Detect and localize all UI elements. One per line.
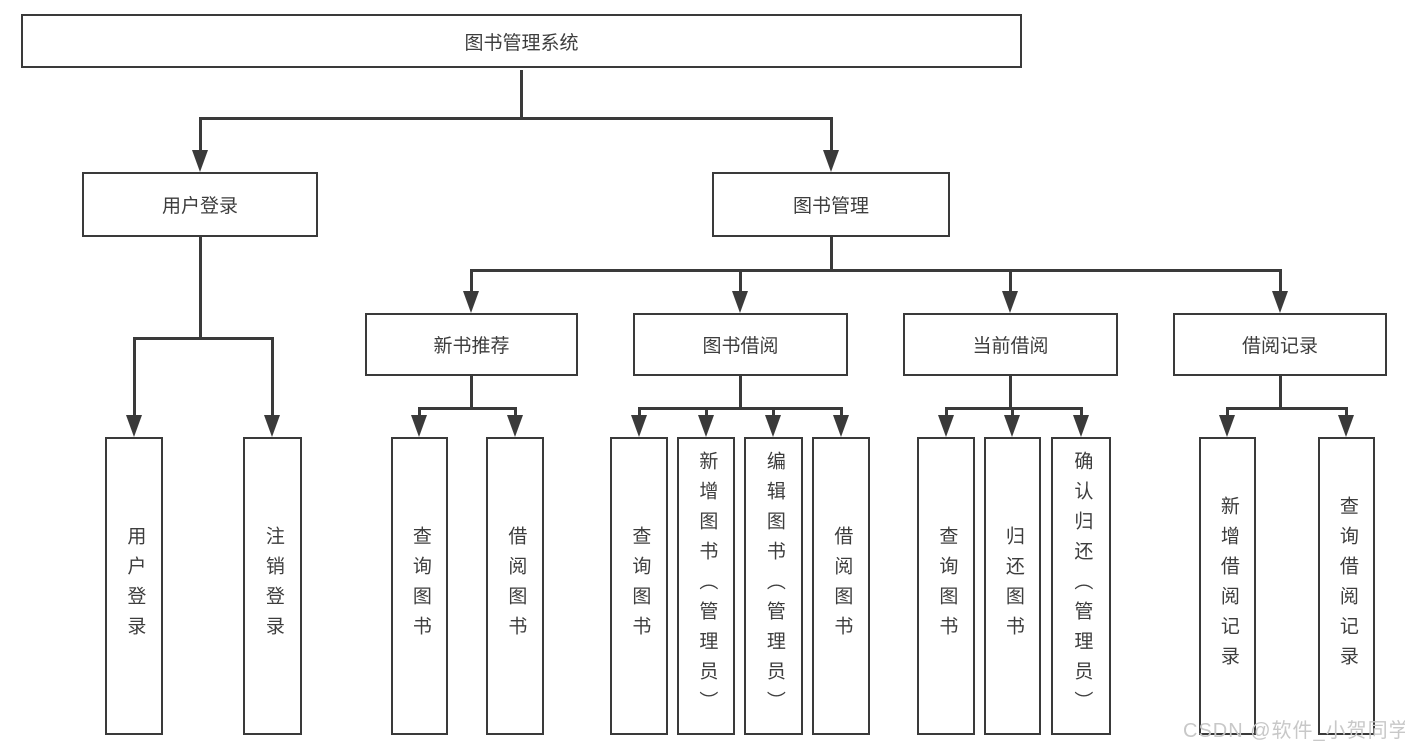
leaf-label: 新增图书（管理员） — [696, 451, 718, 721]
csdn-watermark: CSDN @软件_小贺同学 — [1183, 720, 1405, 742]
leaf-logout: 注销登录 — [243, 437, 302, 735]
connector-line — [470, 269, 1281, 272]
arrowhead — [698, 415, 714, 437]
connector-line — [638, 407, 641, 419]
arrowhead — [1002, 291, 1018, 313]
connector-line — [772, 407, 775, 419]
connector-line — [1279, 376, 1282, 410]
connector-line — [840, 407, 843, 419]
arrowhead — [1338, 415, 1354, 437]
connector-line — [1009, 269, 1012, 294]
node-new-book-recommend: 新书推荐 — [365, 313, 578, 376]
connector-line — [705, 407, 708, 419]
arrowhead — [1219, 415, 1235, 437]
arrowhead — [1073, 415, 1089, 437]
connector-line — [199, 237, 202, 340]
leaf-label: 新增借阅记录 — [1217, 496, 1239, 676]
arrowhead — [126, 415, 142, 437]
arrowhead — [1004, 415, 1020, 437]
arrowhead — [631, 415, 647, 437]
arrowhead — [732, 291, 748, 313]
leaf-user-login: 用户登录 — [105, 437, 163, 735]
leaf-recommend-query-books: 查询图书 — [391, 437, 448, 735]
connector-line — [1011, 407, 1014, 419]
connector-line — [133, 337, 136, 417]
connector-line — [739, 269, 742, 294]
leaf-label: 用户登录 — [124, 526, 146, 646]
node-book-management: 图书管理 — [712, 172, 950, 237]
node-user-login: 用户登录 — [82, 172, 318, 237]
leaf-label: 查询图书 — [409, 526, 431, 646]
leaf-return-books: 归还图书 — [984, 437, 1041, 735]
connector-line — [199, 117, 202, 155]
leaf-add-borrow-record: 新增借阅记录 — [1199, 437, 1256, 735]
leaf-label: 确认归还（管理员） — [1071, 451, 1093, 721]
connector-line — [1080, 407, 1083, 419]
connector-line — [1226, 407, 1229, 419]
leaf-label: 编辑图书（管理员） — [763, 451, 785, 721]
arrowhead — [833, 415, 849, 437]
connector-line — [133, 337, 274, 340]
arrowhead — [463, 291, 479, 313]
node-label: 图书管理系统 — [464, 32, 579, 54]
connector-line — [470, 376, 473, 410]
leaf-add-books-admin: 新增图书（管理员） — [677, 437, 735, 735]
connector-line — [418, 407, 421, 419]
connector-line — [1279, 269, 1282, 294]
node-label: 当前借阅 — [972, 336, 1049, 357]
connector-line — [1226, 407, 1348, 410]
leaf-edit-books-admin: 编辑图书（管理员） — [744, 437, 803, 735]
connector-line — [520, 70, 523, 119]
arrowhead — [411, 415, 427, 437]
node-root-system: 图书管理系统 — [21, 14, 1022, 68]
node-label: 图书管理 — [792, 196, 869, 217]
leaf-query-borrow-record: 查询借阅记录 — [1318, 437, 1375, 735]
leaf-label: 借阅图书 — [831, 526, 853, 646]
arrowhead — [192, 150, 208, 172]
leaf-label: 注销登录 — [262, 526, 284, 646]
leaf-confirm-return-admin: 确认归还（管理员） — [1051, 437, 1111, 735]
arrowhead — [507, 415, 523, 437]
arrowhead — [765, 415, 781, 437]
connector-line — [945, 407, 1083, 410]
arrowhead — [938, 415, 954, 437]
node-book-borrowing: 图书借阅 — [633, 313, 848, 376]
connector-line — [830, 117, 833, 155]
leaf-label: 查询图书 — [629, 526, 651, 646]
arrowhead — [264, 415, 280, 437]
connector-line — [1345, 407, 1348, 419]
connector-line — [945, 407, 948, 419]
leaf-label: 查询图书 — [936, 526, 958, 646]
node-current-borrowing: 当前借阅 — [903, 313, 1118, 376]
node-label: 用户登录 — [161, 196, 238, 217]
connector-line — [830, 237, 833, 272]
connector-line — [739, 376, 742, 410]
connector-line — [638, 407, 843, 410]
arrowhead — [1272, 291, 1288, 313]
connector-line — [514, 407, 517, 419]
leaf-label: 查询借阅记录 — [1336, 496, 1358, 676]
leaf-recommend-borrow-books: 借阅图书 — [486, 437, 544, 735]
connector-line — [199, 117, 833, 120]
node-label: 借阅记录 — [1241, 336, 1318, 357]
arrowhead — [823, 150, 839, 172]
leaf-label: 归还图书 — [1002, 526, 1024, 646]
connector-line — [271, 337, 274, 417]
connector-line — [418, 407, 517, 410]
leaf-current-query-books: 查询图书 — [917, 437, 975, 735]
leaf-label: 借阅图书 — [505, 526, 527, 646]
leaf-borrow-books: 借阅图书 — [812, 437, 870, 735]
connector-line — [470, 269, 473, 294]
node-label: 图书借阅 — [702, 336, 779, 357]
node-label: 新书推荐 — [433, 336, 510, 357]
leaf-borrowing-query-books: 查询图书 — [610, 437, 668, 735]
connector-line — [1009, 376, 1012, 410]
node-borrowing-records: 借阅记录 — [1173, 313, 1387, 376]
